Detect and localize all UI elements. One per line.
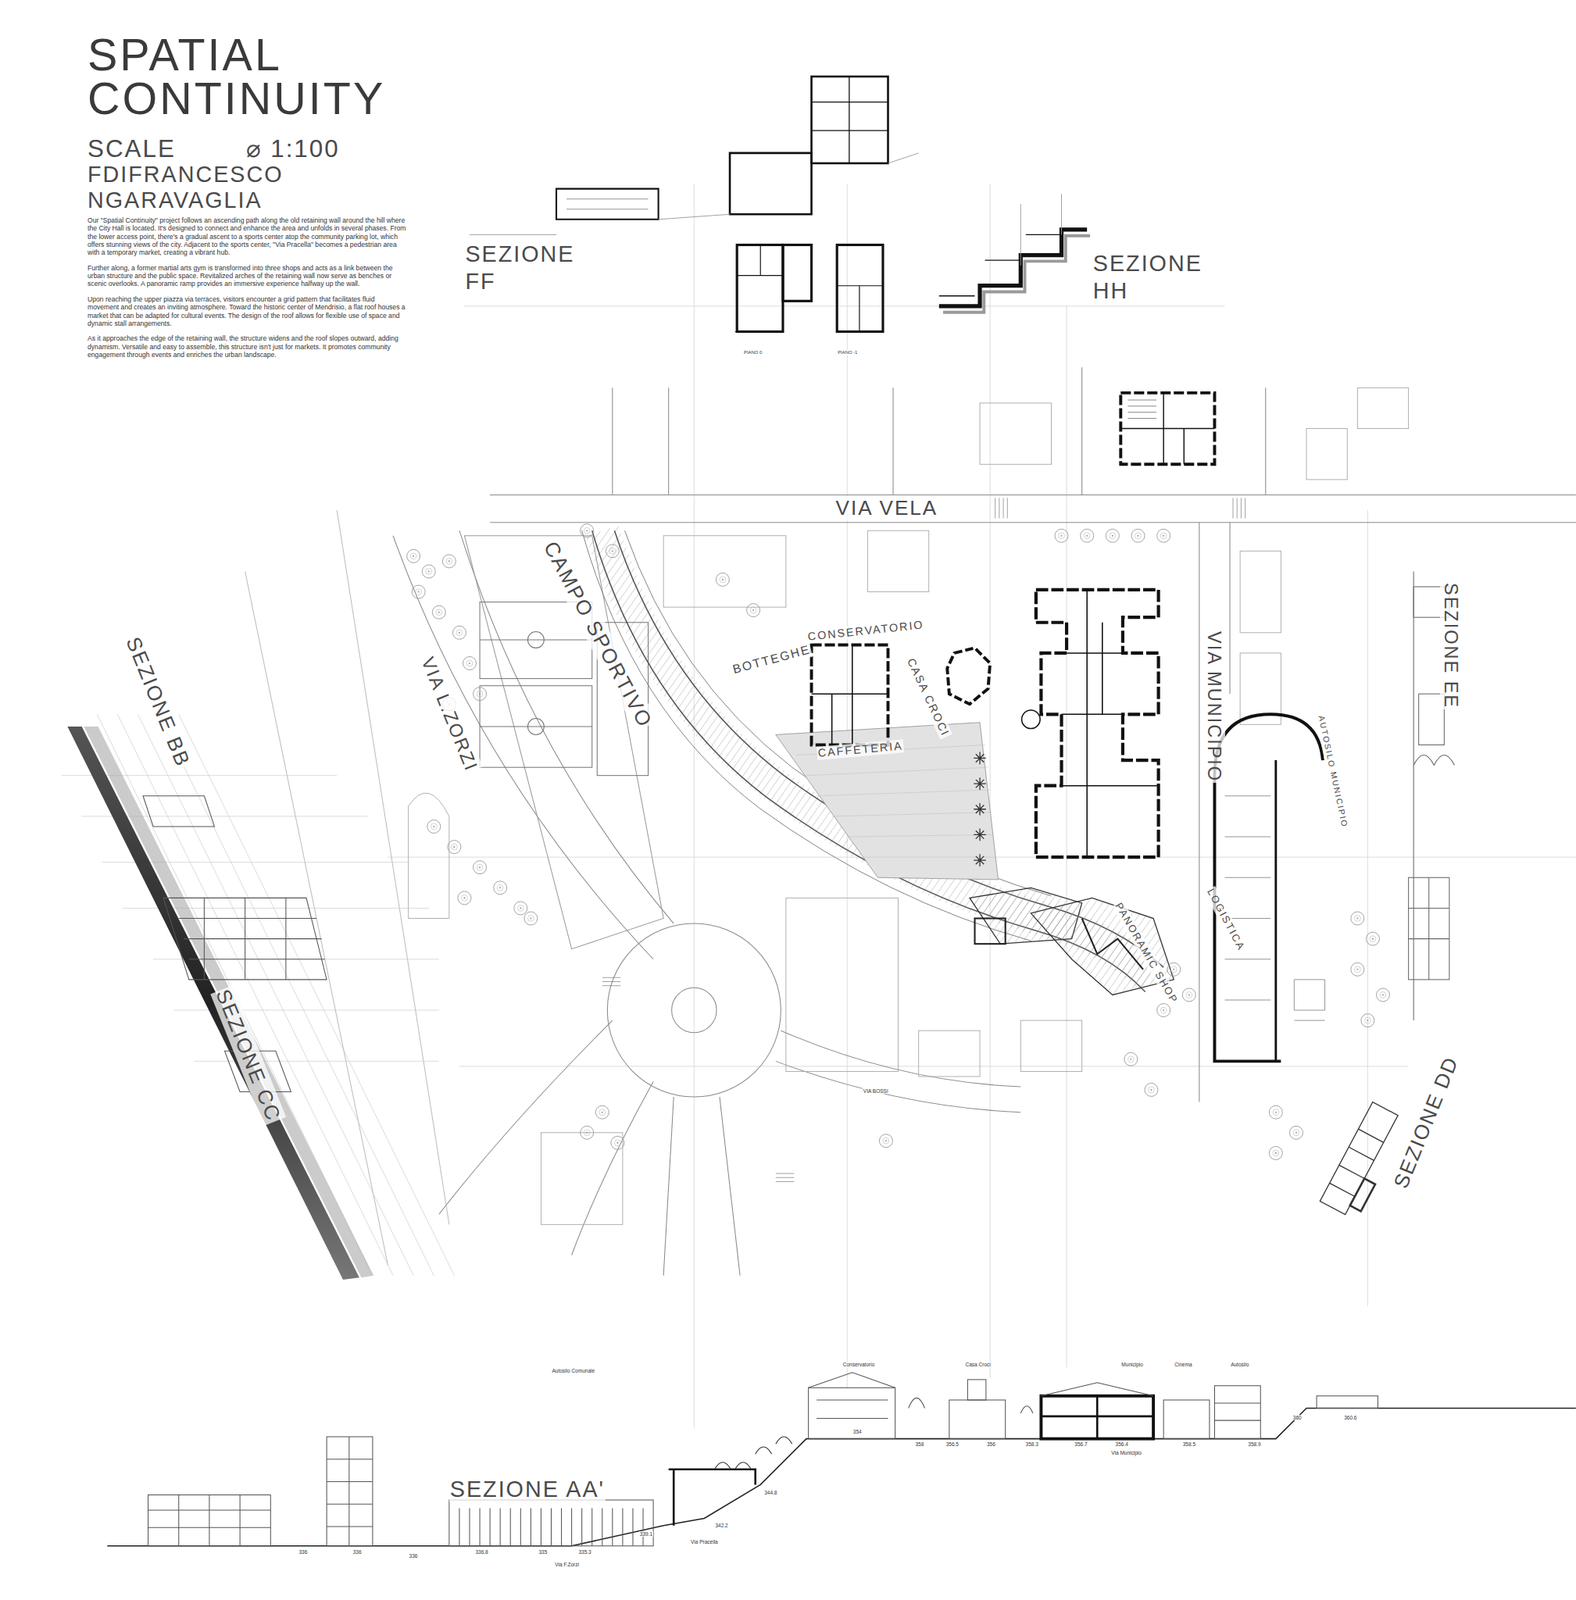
street-name: VIA VELA <box>835 496 940 521</box>
elevation-value: 339.1 <box>639 1531 654 1538</box>
building-name: Municipio <box>1120 1361 1144 1369</box>
elevation-value: 336 <box>408 1553 419 1560</box>
street-name: VIA L.ZORZI <box>416 653 483 776</box>
elevation-value: 344.8 <box>763 1490 778 1497</box>
elevation-value: 336 <box>297 1549 308 1556</box>
elevation-value: 356 <box>986 1441 997 1448</box>
section-label: SEZIONE EE <box>1439 582 1462 710</box>
elevation-value: 336.8 <box>474 1549 489 1556</box>
section-label: SEZIONE CC <box>210 985 286 1126</box>
elevation-value: 335 <box>537 1549 548 1556</box>
building-name: CAFFETERIA <box>816 739 905 762</box>
building-name: Conservatorio <box>842 1361 876 1369</box>
elevation-value: 356.5 <box>945 1441 960 1448</box>
building-name: Cinema <box>1173 1361 1193 1369</box>
floor-label: PIANO -1 <box>836 350 858 356</box>
scale-label: SCALE <box>86 134 177 165</box>
description-paragraph: Upon reaching the upper piazza via terra… <box>86 295 408 328</box>
building-name: PANORAMIC SHOP <box>1111 900 1181 1008</box>
building-name: CASA CROCI <box>903 655 952 740</box>
street-name: Via Municipio <box>1110 1450 1143 1457</box>
author-name: FDIFRANCESCO <box>86 160 285 188</box>
elevation-value: 358 <box>914 1441 925 1448</box>
description-paragraph: As it approaches the edge of the retaini… <box>86 334 408 359</box>
street-name: VIA MUNICIPIO <box>1202 630 1225 783</box>
building-name: BOTTEGHE <box>730 642 813 678</box>
section-label: SEZIONE BB <box>120 632 196 772</box>
floor-label: PIANO 0 <box>743 350 763 356</box>
street-name: VIA BOSSI <box>862 1088 890 1095</box>
description-paragraph: Further along, a former martial arts gym… <box>86 264 408 289</box>
building-name: Autosilo Comunale <box>550 1368 596 1375</box>
elevation-value: 358.5 <box>1182 1441 1197 1448</box>
elevation-value: 360.6 <box>1343 1415 1358 1422</box>
building-name: AUTOSILO MUNICIPIO <box>1315 714 1349 830</box>
author-name: NGARAVAGLIA <box>86 186 264 214</box>
elevation-value: 354 <box>852 1429 863 1436</box>
building-name: Autosilo <box>1229 1361 1250 1369</box>
scale-value: ⌀ 1:100 <box>245 134 341 165</box>
elevation-value: 358.3 <box>1025 1441 1040 1448</box>
section-label: SEZIONE HH <box>1092 250 1222 304</box>
building-name: LOGISTICA <box>1204 886 1248 954</box>
elevation-value: 360 <box>1292 1415 1303 1422</box>
sheet-title: SPATIAL CONTINUITY <box>86 32 395 122</box>
area-name: CAMPO SPORTIVO <box>537 536 658 733</box>
section-label: SEZIONE FF <box>464 240 594 295</box>
elevation-value: 342.2 <box>714 1522 729 1530</box>
elevation-value: 356.7 <box>1073 1441 1088 1448</box>
street-name: Via Pracella <box>689 1539 719 1546</box>
section-label: SEZIONE AA' <box>449 1475 606 1503</box>
elevation-value: 336 <box>352 1549 363 1556</box>
street-name: Via F.Zorzi <box>553 1561 580 1569</box>
elevation-value: 335.3 <box>577 1549 592 1556</box>
building-name: Casa Croci <box>964 1361 991 1369</box>
elevation-value: 358.9 <box>1247 1441 1262 1448</box>
description-paragraph: Our "Spatial Continuity" project follows… <box>86 216 408 258</box>
section-label: SEZIONE DD <box>1388 1052 1465 1194</box>
building-name: CONSERVATORIO <box>806 618 926 644</box>
elevation-value: 356.4 <box>1114 1441 1130 1448</box>
